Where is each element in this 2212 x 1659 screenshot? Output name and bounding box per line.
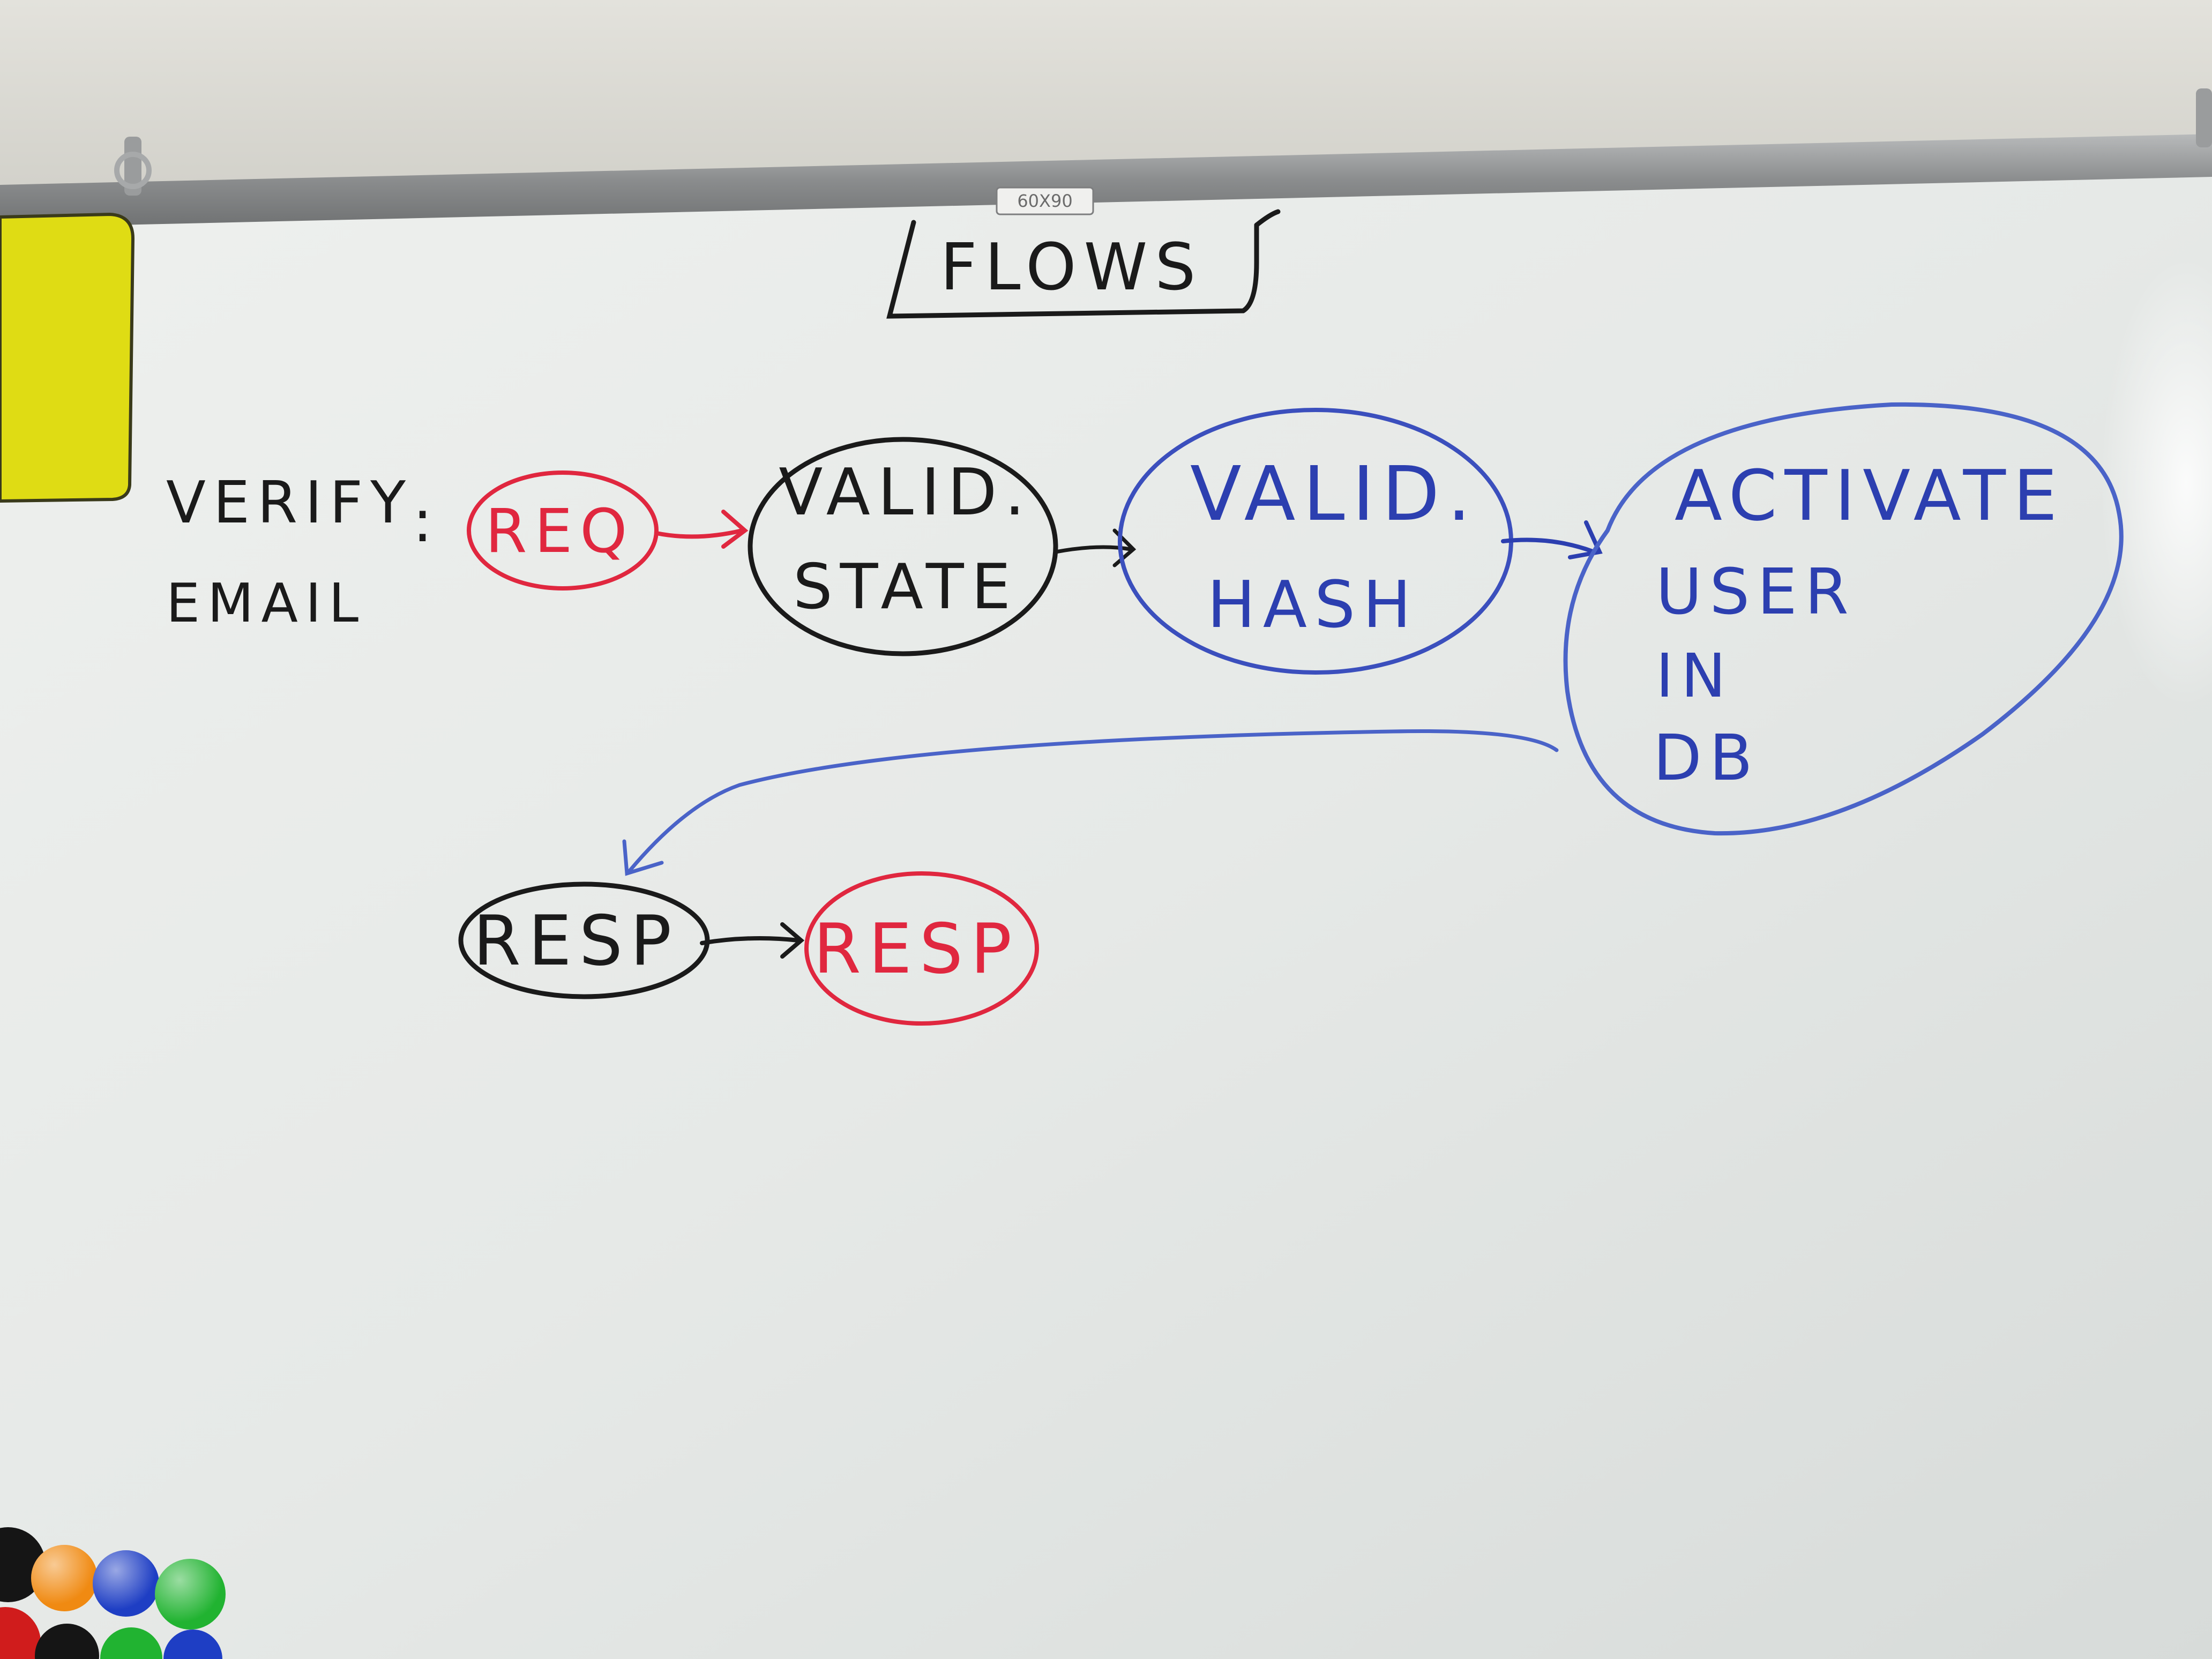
node-resp-black-label: RESP: [473, 901, 679, 981]
light-glare: [2101, 257, 2212, 707]
node-valid-state-outline: [748, 437, 1058, 656]
node-valid-state-line1: VALID.: [779, 455, 1032, 530]
node-req-outline: [467, 470, 659, 591]
node-activate-outline: [1563, 402, 2124, 836]
magnet-cluster: [0, 1527, 226, 1659]
magnet-shine: [93, 1550, 159, 1617]
arrow-valid-hash-to-activate: [1501, 520, 1603, 559]
magnet-shine: [31, 1545, 98, 1611]
title-box: [886, 209, 1281, 319]
flow-label-email: EMAIL: [166, 572, 366, 634]
sticky-note: [0, 212, 135, 503]
node-activate-line4: DB: [1653, 721, 1760, 795]
rail-hanger-bolt: [114, 152, 152, 189]
board-title: FLOWS: [940, 230, 1204, 305]
magnet-black: [35, 1624, 99, 1659]
magnet-green: [100, 1627, 162, 1659]
node-req-label: REQ: [485, 497, 635, 566]
size-tag: [996, 186, 1094, 215]
node-activate-line1: ACTIVATE: [1675, 455, 2065, 536]
node-activate-line3: IN: [1656, 641, 1733, 711]
node-valid-hash-line1: VALID.: [1190, 451, 1478, 538]
node-resp-red-outline: [804, 871, 1039, 1026]
flow-label-colon: :: [413, 487, 432, 555]
rail-hanger-right: [2196, 88, 2212, 147]
magnet-shine: [155, 1559, 226, 1630]
arrow-activate-to-resp: [622, 729, 1559, 876]
node-resp-red-label: RESP: [813, 909, 1019, 989]
arrow-req-to-valid-state: [654, 510, 749, 549]
magnet-blue: [163, 1630, 222, 1659]
flow-label-verify: VERIFY: [166, 469, 413, 536]
magnet-red: [0, 1607, 41, 1659]
node-activate-line2: USER: [1656, 555, 1856, 629]
whiteboard-surface: [0, 161, 2212, 1659]
arrow-resp-to-resp: [700, 922, 805, 959]
top-rail: [0, 134, 2212, 228]
size-tag-text: 60X90: [1017, 191, 1072, 211]
node-valid-hash-line2: HASH: [1207, 568, 1419, 642]
rail-hanger-left: [124, 137, 141, 196]
node-valid-state-line2: STATE: [793, 551, 1018, 623]
